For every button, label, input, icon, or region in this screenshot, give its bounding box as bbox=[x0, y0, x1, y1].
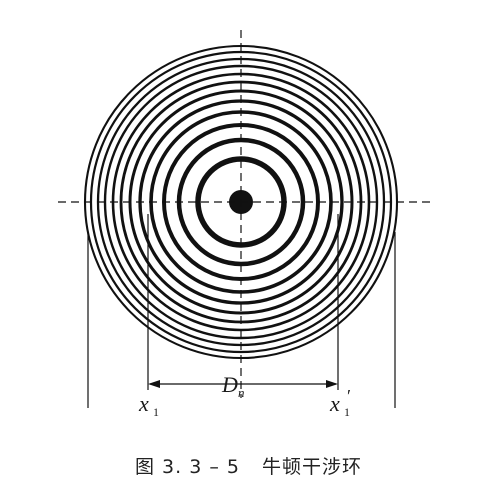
dn-subscript: n bbox=[238, 385, 245, 400]
figure-title: 牛顿干涉环 bbox=[261, 456, 362, 478]
x1-prime-label: x bbox=[329, 391, 340, 416]
x1-label: x bbox=[138, 391, 149, 416]
dn-left-arrowhead bbox=[148, 380, 160, 388]
x1-prime-prime-mark: ′ bbox=[347, 386, 351, 406]
dn-right-arrowhead bbox=[326, 380, 338, 388]
figure-caption: 图 3. 3 – 5 牛顿干涉环 bbox=[0, 452, 497, 479]
figure-number: 图 3. 3 – 5 bbox=[135, 456, 240, 478]
dn-label: D bbox=[221, 372, 238, 397]
x1-prime-subscript: 1 bbox=[344, 405, 350, 419]
x1-subscript: 1 bbox=[153, 405, 159, 419]
